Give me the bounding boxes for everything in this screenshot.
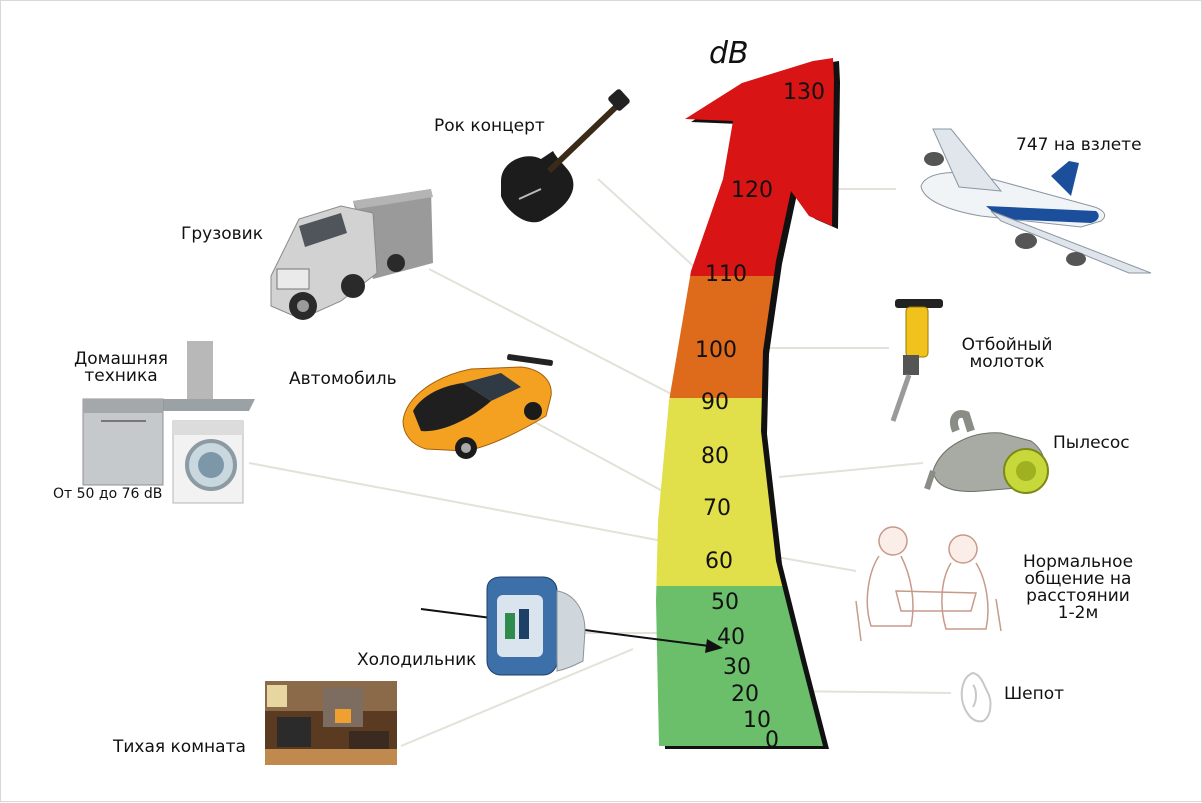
- sports-car-icon: [402, 354, 553, 459]
- label-whisper: Шепот: [1004, 684, 1065, 704]
- decibel-arrow: [656, 58, 834, 746]
- tick-label: 90: [701, 390, 729, 415]
- electric-guitar-icon: [501, 89, 630, 223]
- label-jackhammer: Отбойный молоток: [961, 335, 1053, 372]
- tick-label: 0: [765, 728, 779, 753]
- band-orange: [656, 276, 834, 398]
- label-rock-concert: Рок концерт: [434, 116, 545, 136]
- connector-appliances: [248, 462, 690, 547]
- vacuum-cleaner-icon: [924, 410, 1049, 494]
- tick-label: 100: [695, 338, 737, 363]
- unit-label: dB: [709, 36, 749, 71]
- quiet-room-photo: [265, 681, 397, 765]
- tick-label: 80: [701, 444, 729, 469]
- connector-truck: [428, 268, 682, 400]
- tick-label: 110: [705, 262, 747, 287]
- band-yellow: [656, 398, 834, 586]
- connector-quiet-room: [400, 648, 634, 747]
- tick-label: 10: [743, 708, 771, 733]
- band-red: [656, 58, 834, 276]
- airplane-icon: [920, 128, 1152, 274]
- label-appliances: Домашняя техника: [73, 349, 169, 386]
- connector-car: [528, 418, 682, 502]
- connector-rock-concert: [597, 178, 702, 274]
- label-fridge: Холодильник: [357, 650, 477, 670]
- tick-label: 20: [731, 682, 759, 707]
- home-appliances-icon: [82, 341, 255, 504]
- tick-label: 60: [705, 549, 733, 574]
- tick-labels: 130 120 110 100 90 80 70 60 50 40 30 20 …: [695, 80, 825, 753]
- jackhammer-icon: [890, 299, 943, 422]
- label-appliances-range: От 50 до 76 dB: [53, 486, 163, 502]
- tick-label: 40: [717, 625, 745, 650]
- mini-fridge-icon: [486, 576, 586, 676]
- tick-label: 70: [703, 496, 731, 521]
- truck-icon: [270, 189, 433, 320]
- connector-vacuum: [778, 462, 924, 478]
- tick-label: 130: [783, 80, 825, 105]
- tick-label: 50: [711, 590, 739, 615]
- label-truck: Грузовик: [181, 224, 263, 244]
- ear-icon: [960, 671, 992, 723]
- people-talking-sketch: [855, 526, 1002, 642]
- tick-label: 30: [723, 655, 751, 680]
- label-conversation: Нормальное общение на расстоянии 1-2м: [1022, 552, 1134, 623]
- label-vacuum: Пылесос: [1053, 433, 1130, 453]
- tick-label: 120: [731, 178, 773, 203]
- label-car: Автомобиль: [289, 369, 397, 389]
- label-quiet-room: Тихая комната: [113, 737, 246, 757]
- label-jet-takeoff: 747 на взлете: [1016, 135, 1142, 155]
